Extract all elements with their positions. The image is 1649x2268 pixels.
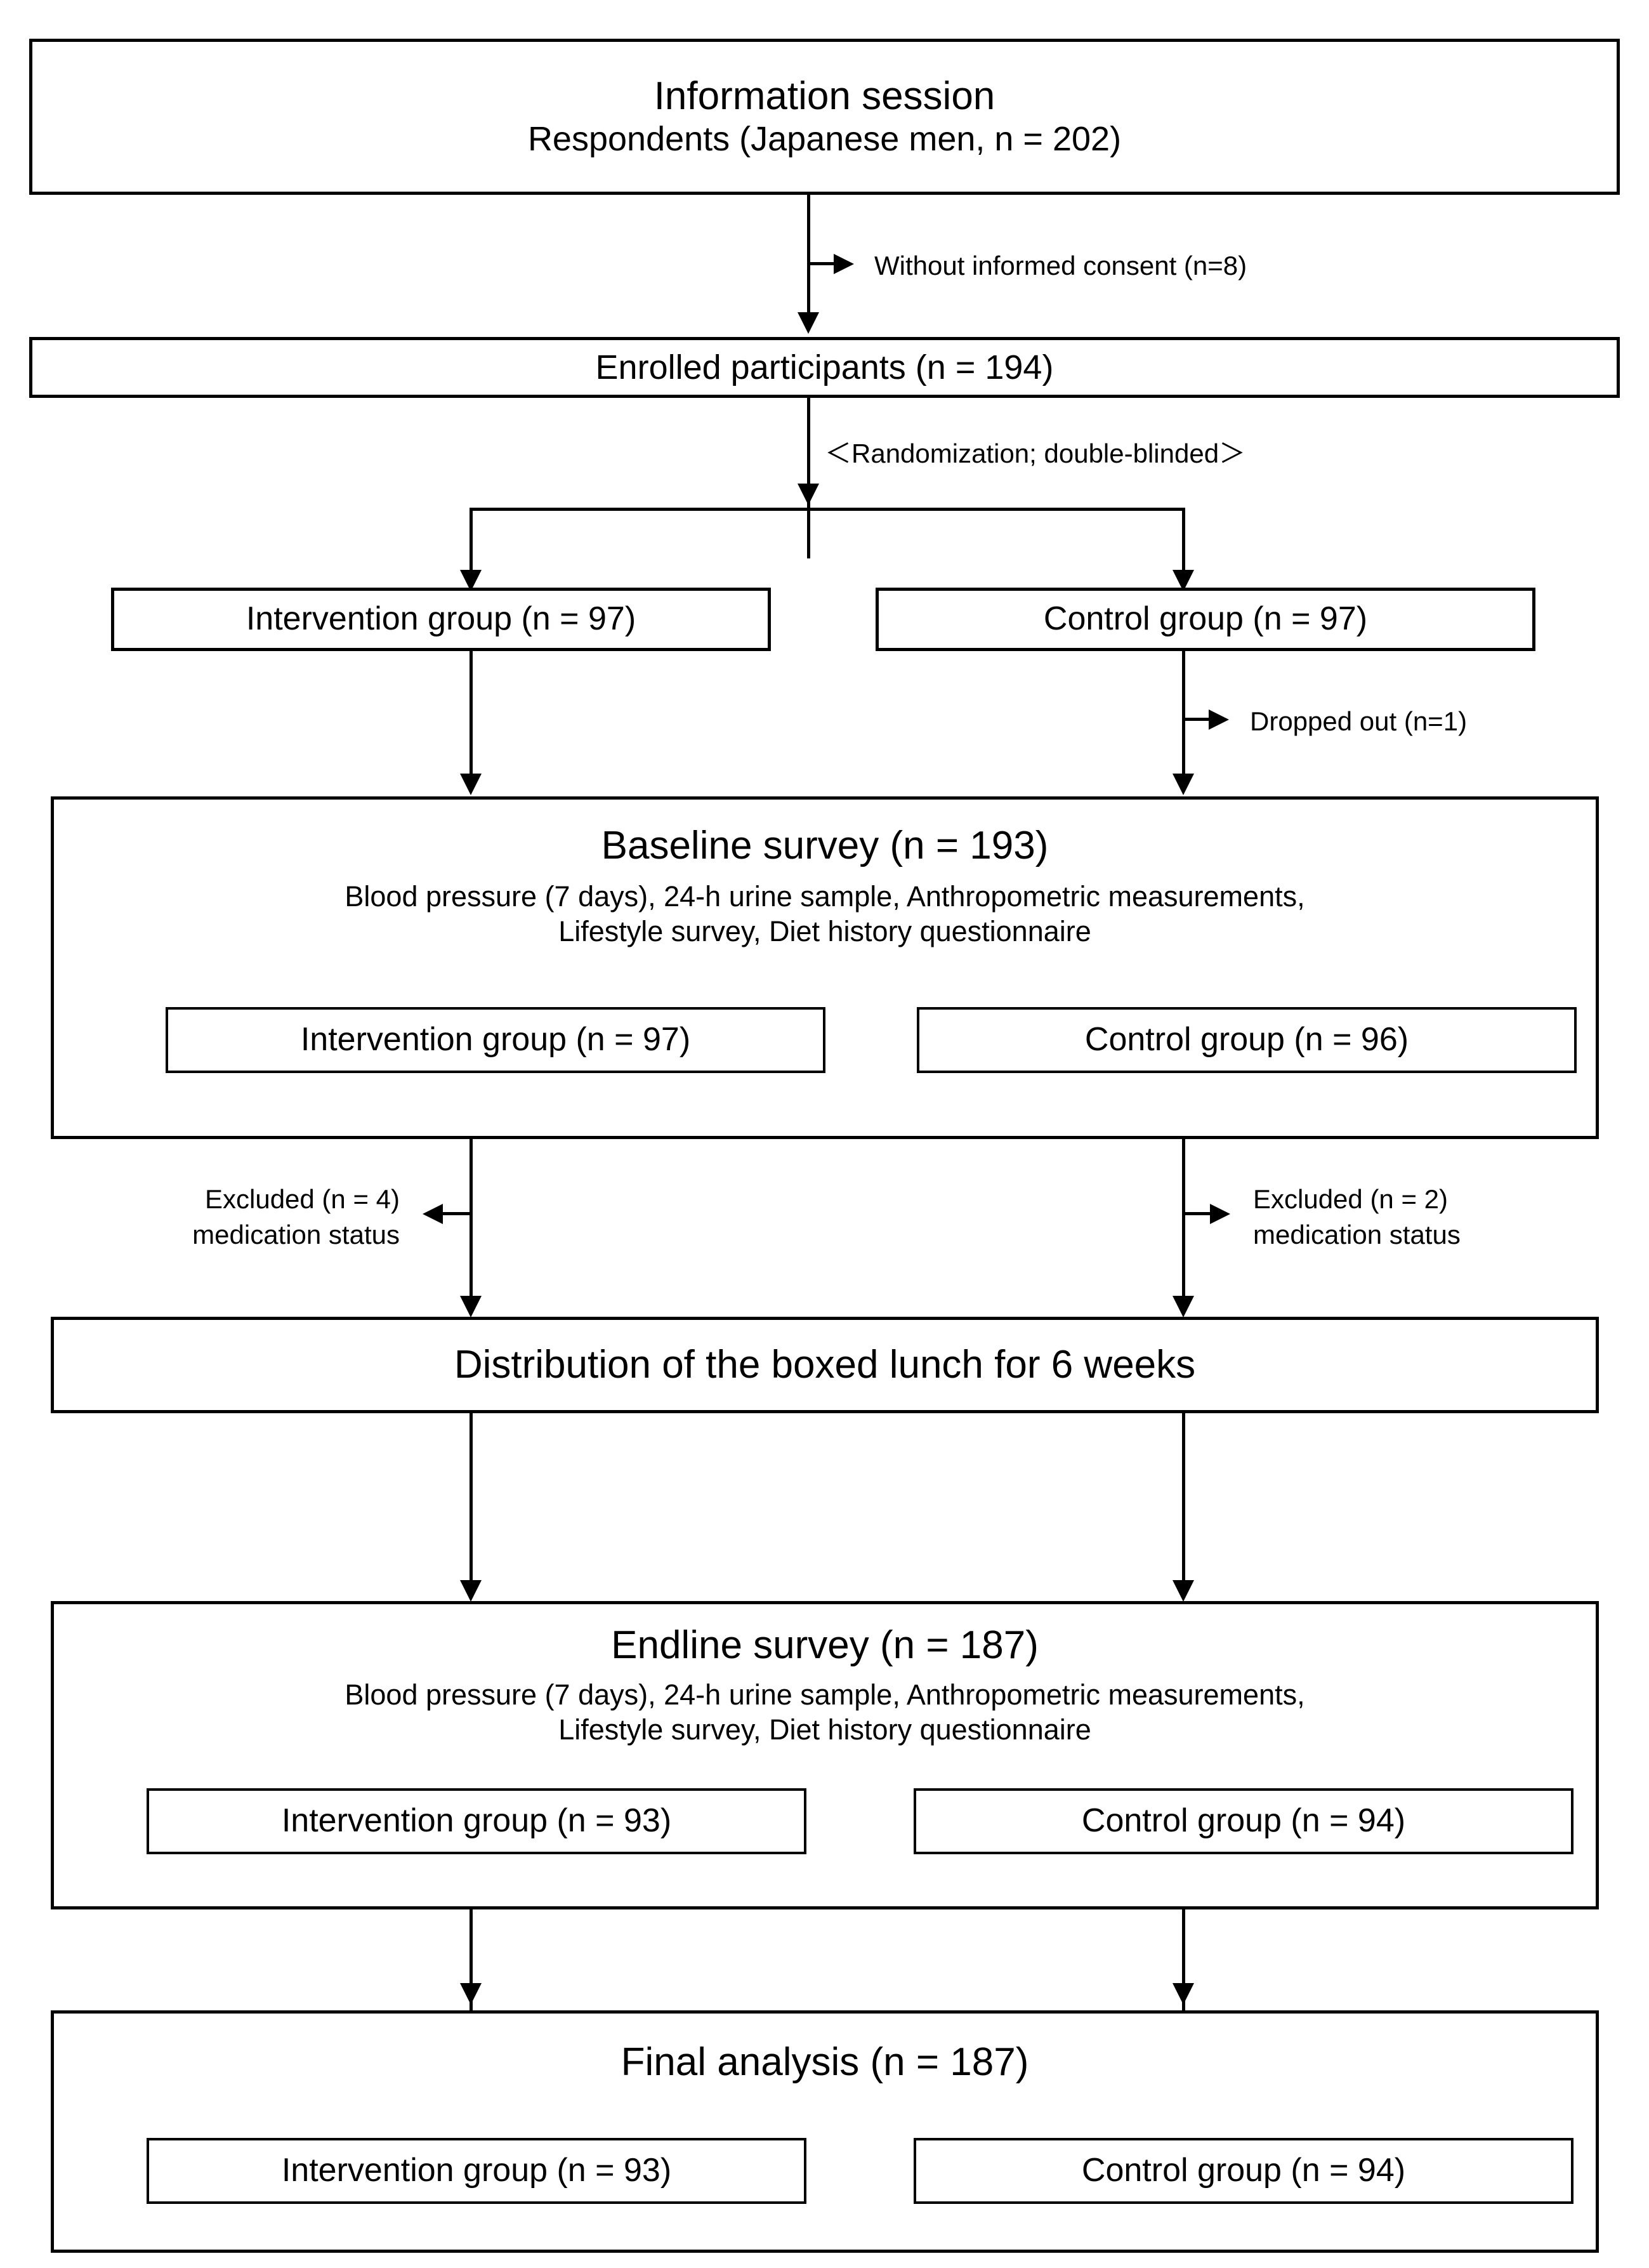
- final-control-box: Control group (n = 94): [914, 2138, 1573, 2204]
- connector-distribution-to-endline-right: [1182, 1413, 1185, 1591]
- connector-distribution-to-endline-left: [470, 1413, 473, 1591]
- arrowhead-endline-to-final-right: [1173, 1983, 1194, 2005]
- node-information-session: Information session Respondents (Japanes…: [29, 39, 1620, 195]
- distribution-title: Distribution of the boxed lunch for 6 we…: [454, 1342, 1196, 1387]
- node-final-analysis: Final analysis (n = 187) Intervention gr…: [51, 2010, 1599, 2253]
- endline-detail-line-1: Blood pressure (7 days), 24-h urine samp…: [345, 1678, 1305, 1711]
- baseline-control-label: Control group (n = 96): [1084, 1021, 1409, 1058]
- node-endline-survey: Endline survey (n = 187) Blood pressure …: [51, 1601, 1599, 1909]
- arrowhead-intervention-to-baseline: [460, 774, 482, 795]
- connector-split-right: [1182, 508, 1185, 570]
- arrowhead-control-to-baseline: [1173, 774, 1194, 795]
- endline-survey-title: Endline survey (n = 187): [611, 1623, 1039, 1667]
- label-excluded-right-line2: medication status: [1253, 1220, 1461, 1250]
- endline-intervention-box: Intervention group (n = 93): [147, 1788, 806, 1854]
- connector-split-bar: [470, 508, 1185, 511]
- node-allocation-intervention: Intervention group (n = 97): [111, 588, 771, 651]
- connector-endline-to-final-left: [470, 1909, 473, 2011]
- label-excluded-right-line1: Excluded (n = 2): [1253, 1184, 1449, 1214]
- information-session-subtitle: Respondents (Japanese men, n = 202): [527, 120, 1122, 159]
- arrowhead-distribution-to-endline-left: [460, 1580, 482, 1602]
- arrowhead-without-consent: [834, 254, 854, 274]
- connector-endline-to-final-right: [1182, 1909, 1185, 2011]
- node-allocation-control: Control group (n = 97): [876, 588, 1535, 651]
- label-without-informed-consent: Without informed consent (n=8): [874, 251, 1247, 280]
- connector-baseline-to-distribution-right: [1182, 1139, 1185, 1307]
- baseline-survey-title: Baseline survey (n = 193): [601, 824, 1049, 867]
- connector-enrolled-to-split: [807, 398, 810, 558]
- arrowhead-baseline-to-distribution-right: [1173, 1296, 1194, 1317]
- label-excluded-left-line1: Excluded (n = 4): [204, 1184, 400, 1214]
- label-excluded-left: Excluded (n = 4) medication status: [38, 1182, 400, 1253]
- arrowhead-endline-to-final-left: [460, 1983, 482, 2005]
- label-excluded-left-line2: medication status: [192, 1220, 400, 1250]
- baseline-intervention-box: Intervention group (n = 97): [166, 1007, 825, 1073]
- endline-intervention-label: Intervention group (n = 93): [281, 1802, 672, 1840]
- node-enrolled-participants: Enrolled participants (n = 194): [29, 337, 1620, 398]
- arrowhead-session-to-enrolled: [798, 312, 819, 334]
- node-baseline-survey: Baseline survey (n = 193) Blood pressure…: [51, 796, 1599, 1139]
- connector-dropped-out: [1182, 718, 1209, 721]
- allocation-intervention-label: Intervention group (n = 97): [246, 600, 636, 638]
- final-analysis-title: Final analysis (n = 187): [621, 2040, 1029, 2084]
- connector-excluded-right: [1182, 1212, 1210, 1215]
- arrowhead-excluded-left: [423, 1204, 443, 1224]
- node-distribution: Distribution of the boxed lunch for 6 we…: [51, 1317, 1599, 1413]
- endline-control-label: Control group (n = 94): [1081, 1802, 1406, 1840]
- connector-session-to-enrolled: [807, 195, 810, 312]
- baseline-intervention-label: Intervention group (n = 97): [300, 1021, 691, 1058]
- arrowhead-dropped-out: [1209, 709, 1229, 730]
- connector-intervention-to-baseline: [470, 651, 473, 784]
- allocation-control-label: Control group (n = 97): [1043, 600, 1368, 638]
- label-excluded-right: Excluded (n = 2) medication status: [1253, 1182, 1615, 1253]
- label-randomization: ＜Randomization; double-blinded＞: [825, 438, 1246, 468]
- final-intervention-box: Intervention group (n = 93): [147, 2138, 806, 2204]
- connector-baseline-to-distribution-left: [470, 1139, 473, 1307]
- connector-split-left: [470, 508, 473, 570]
- information-session-title: Information session: [654, 74, 995, 119]
- connector-excluded-left: [443, 1212, 471, 1215]
- baseline-control-box: Control group (n = 96): [917, 1007, 1577, 1073]
- enrolled-participants-title: Enrolled participants (n = 194): [595, 348, 1054, 386]
- final-intervention-label: Intervention group (n = 93): [281, 2152, 672, 2189]
- baseline-detail-line-1: Blood pressure (7 days), 24-h urine samp…: [345, 880, 1305, 913]
- baseline-detail-line-2: Lifestyle survey, Diet history questionn…: [558, 915, 1091, 948]
- arrowhead-randomization: [798, 484, 819, 505]
- final-control-label: Control group (n = 94): [1081, 2152, 1406, 2189]
- endline-control-box: Control group (n = 94): [914, 1788, 1573, 1854]
- arrowhead-distribution-to-endline-right: [1173, 1580, 1194, 1602]
- label-dropped-out: Dropped out (n=1): [1250, 706, 1468, 736]
- endline-detail-line-2: Lifestyle survey, Diet history questionn…: [558, 1713, 1091, 1746]
- arrowhead-excluded-right: [1210, 1204, 1230, 1224]
- arrowhead-baseline-to-distribution-left: [460, 1296, 482, 1317]
- connector-without-consent: [807, 262, 834, 265]
